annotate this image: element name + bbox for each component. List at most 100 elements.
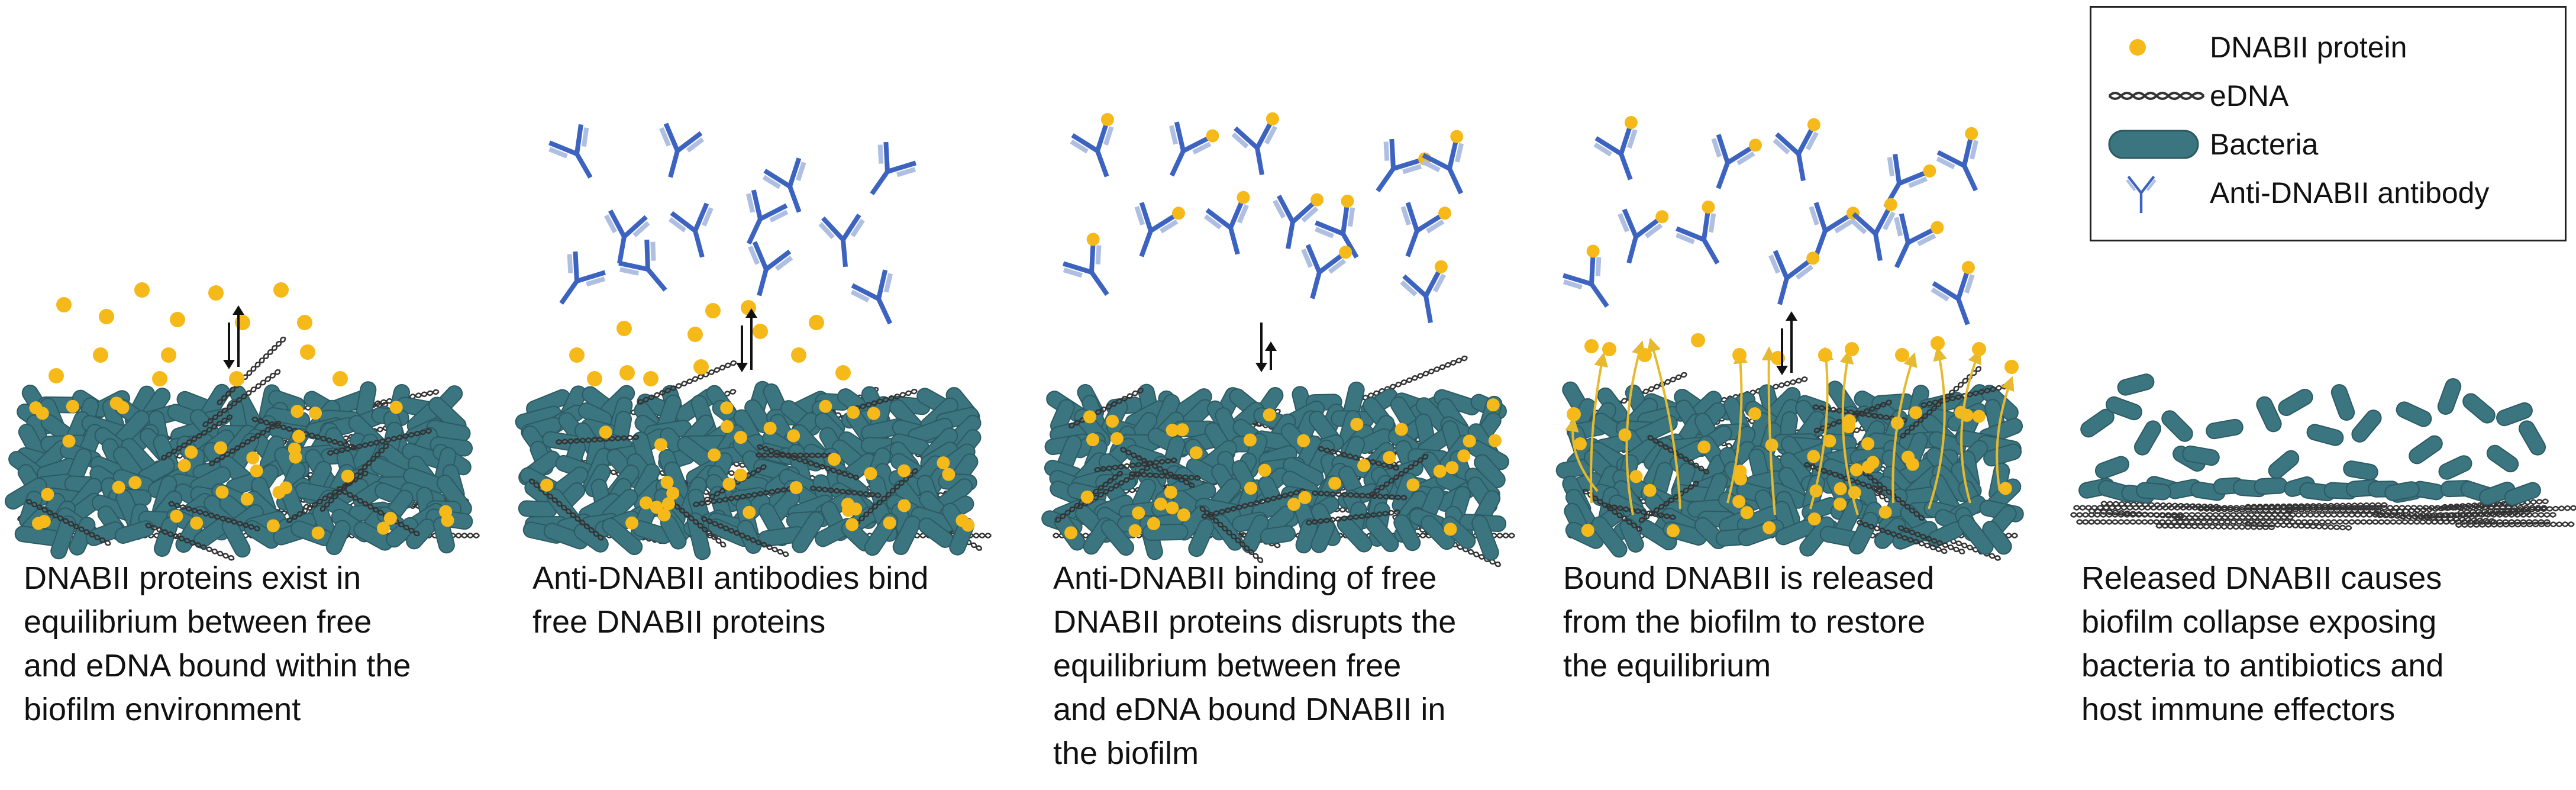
antibody-arm-right	[1290, 200, 1319, 225]
antibody-light-chain	[1273, 199, 1286, 219]
legend-item-protein: DNABII protein	[2106, 25, 2561, 69]
dnabii-protein	[229, 371, 244, 386]
equilibrium-arrows	[223, 305, 244, 369]
arrow-up-head	[1786, 311, 1797, 321]
edna-strand	[2376, 512, 2496, 524]
arrow-up-head	[1265, 341, 1277, 351]
antibody-heavy-chain	[1234, 126, 1260, 151]
antibody-heavy-chain	[674, 131, 703, 154]
antibody-light-chain	[650, 241, 656, 261]
bound-dnabii-protein	[1310, 193, 1324, 207]
antibody-stem	[1589, 282, 1609, 308]
antibody-light-chain	[1627, 129, 1638, 149]
edna-strand	[2399, 510, 2531, 520]
antibody-light-chain	[1849, 218, 1867, 235]
antibody	[668, 202, 714, 258]
dnabii-protein	[235, 315, 250, 330]
antibody-arm-left	[877, 141, 890, 173]
dnabii-protein	[787, 429, 800, 443]
antibody	[659, 122, 705, 178]
edna-strand	[1305, 509, 1401, 525]
edna-strand-b	[848, 388, 918, 413]
antibody-stem	[1956, 298, 1970, 325]
legend: DNABII protein eDNA Bacteria Anti-DNABII…	[2090, 6, 2567, 241]
antibody-arm-left	[746, 189, 763, 221]
legend-item-bacteria: Bacteria	[2106, 122, 2561, 166]
dnabii-protein	[1189, 446, 1203, 460]
bound-dnabii-protein	[1086, 233, 1100, 246]
dnabii-protein	[666, 486, 680, 500]
antibody-light-chain	[1426, 219, 1445, 234]
antibody-stem	[1095, 150, 1109, 178]
bound-dnabii-protein	[1806, 251, 1820, 265]
dnabii-protein	[1807, 450, 1820, 463]
edna-strand-b	[2376, 512, 2496, 524]
antibody-light-chain	[567, 254, 573, 273]
edna-strand-b	[2174, 514, 2294, 521]
dnabii-protein	[93, 347, 108, 363]
antibody-arm-right	[1181, 135, 1212, 155]
edna-strand	[25, 499, 111, 546]
dnabii-protein	[279, 481, 293, 495]
antibody-arm-left	[1421, 153, 1452, 173]
antibody	[1203, 191, 1250, 255]
antibody-light-chain	[1795, 265, 1814, 280]
edna-strand	[2174, 514, 2294, 521]
antibody-arm-right	[1089, 242, 1102, 274]
dnabii-protein	[640, 496, 653, 510]
antibody-light-chain	[1887, 157, 1895, 177]
edna-strand	[1812, 404, 1907, 423]
edna-strand	[1199, 506, 1264, 563]
bacterium	[2094, 456, 2130, 479]
antibody-light-chain	[850, 218, 865, 237]
antibody-arm-left	[659, 122, 680, 153]
antibody-arm-left	[618, 260, 650, 276]
antibody-light-chain	[1644, 223, 1663, 238]
antibody-heavy-chain	[1095, 122, 1109, 153]
dnabii-protein	[292, 430, 305, 443]
antibody-heavy-chain	[752, 241, 769, 272]
antibody-heavy-chain	[1955, 270, 1970, 301]
antibody-arm-right	[1228, 199, 1249, 230]
antibody	[1894, 213, 1944, 269]
antibody-light-chain	[1315, 227, 1334, 238]
antibody-heavy-chain	[1622, 208, 1639, 239]
bacterium	[686, 512, 711, 560]
dnabii-protein	[99, 309, 114, 324]
antibody-heavy-chain	[663, 122, 680, 153]
antibody-light-chain	[668, 217, 687, 233]
antibody-arm-left	[1563, 273, 1594, 290]
antibody-stem	[1310, 271, 1322, 299]
antibody-arm-right	[787, 157, 806, 189]
edna-strand-b	[1369, 453, 1428, 498]
antibody-stem	[1873, 233, 1883, 261]
antibody-arm-right	[1701, 209, 1716, 241]
antibody-light-chain	[1834, 219, 1853, 234]
antibody-arm-right	[674, 131, 705, 154]
antibody-arm-left	[1231, 126, 1260, 151]
antibody-heavy-chain	[1389, 138, 1396, 170]
edna-strand	[1093, 457, 1178, 473]
antibody-stem	[1255, 147, 1264, 175]
antibody-light-chain	[1383, 141, 1390, 161]
antibody-light-chain	[1432, 273, 1446, 293]
antibody	[1768, 250, 1820, 305]
antibody-heavy-chain	[1676, 226, 1706, 243]
antibody-light-chain	[1328, 259, 1347, 274]
antibody-light-chain	[877, 144, 884, 164]
edna-strand-b	[2457, 504, 2576, 515]
edna-strand-b	[161, 414, 233, 461]
dnabii-protein	[1110, 432, 1124, 446]
dnabii-protein	[1164, 485, 1177, 499]
antibody-heavy-chain	[1961, 136, 1974, 167]
dnabii-protein	[763, 421, 777, 435]
dnabii-protein	[1895, 348, 1909, 362]
dnabii-protein	[190, 516, 204, 530]
bacterium	[2306, 424, 2344, 446]
dnabii-protein	[1842, 420, 1855, 434]
antibody-light-chain	[1894, 217, 1903, 237]
antibody	[1711, 134, 1762, 189]
antibody-light-chain	[632, 221, 650, 238]
edna-strand-b	[756, 446, 860, 479]
antibody-heavy-chain	[758, 203, 788, 222]
